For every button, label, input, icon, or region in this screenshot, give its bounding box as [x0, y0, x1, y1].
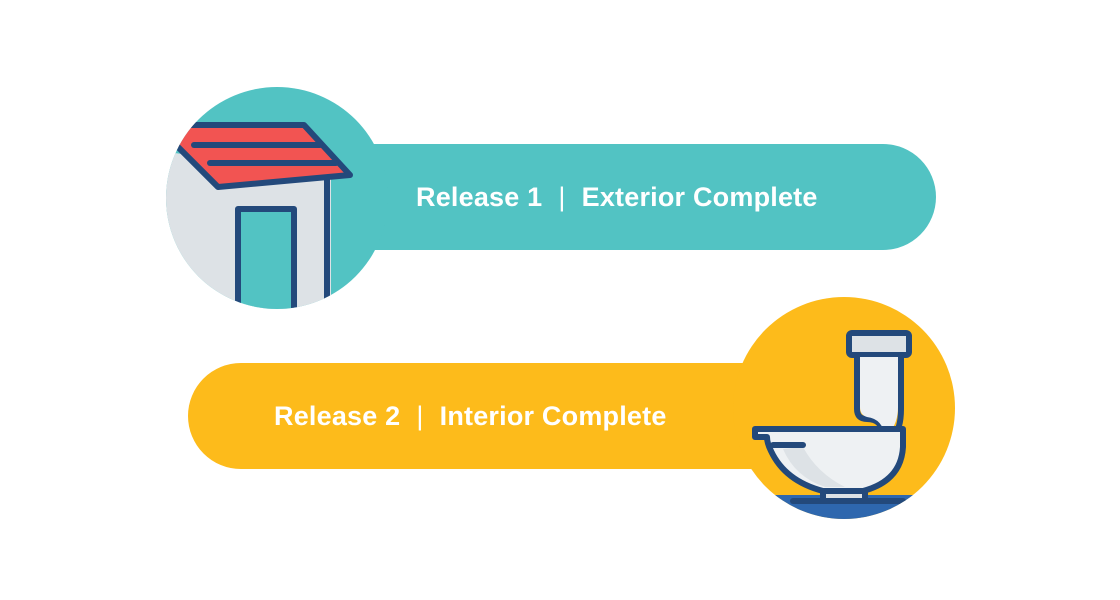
- release-1-separator: |: [558, 181, 566, 212]
- toilet-icon: [733, 330, 955, 519]
- release-1-badge: [166, 87, 388, 309]
- release-1-status: Exterior Complete: [581, 181, 818, 212]
- release-2-separator: |: [416, 400, 424, 431]
- release-2-label: Release 2 | Interior Complete: [274, 397, 667, 435]
- release-2-pill: [188, 363, 824, 469]
- release-2-name: Release 2: [274, 400, 401, 431]
- release-1-label: Release 1 | Exterior Complete: [416, 178, 818, 216]
- release-1-name: Release 1: [416, 181, 543, 212]
- release-1-pill: [300, 144, 936, 250]
- release-2-status: Interior Complete: [439, 400, 667, 431]
- house-roof-door-icon: [166, 122, 353, 309]
- release-2-badge: [733, 297, 955, 519]
